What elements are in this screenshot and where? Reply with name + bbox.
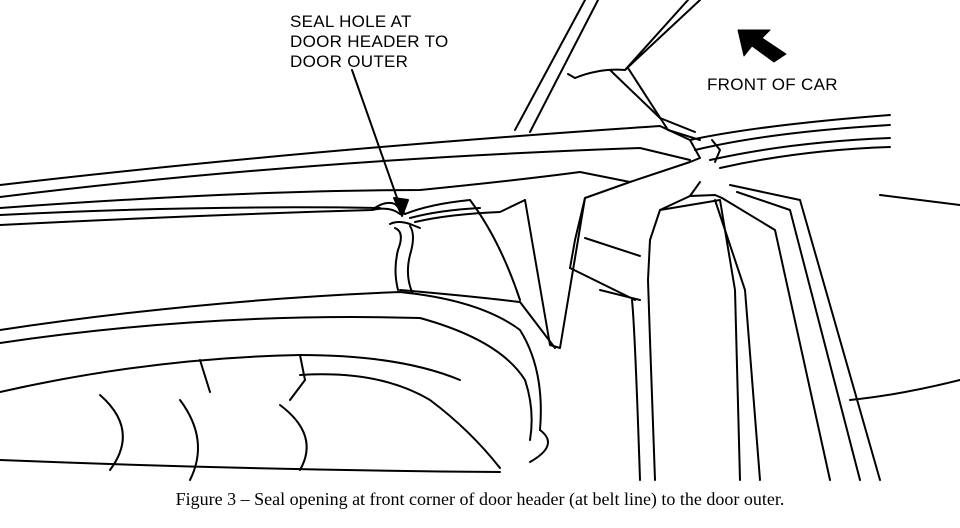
door-header xyxy=(0,125,701,216)
a-pillar-frame xyxy=(514,0,701,141)
callout-line-2: DOOR HEADER TO xyxy=(290,32,449,51)
seal-hole-callout: SEAL HOLE AT DOOR HEADER TO DOOR OUTER xyxy=(290,12,449,72)
callout-line-3: DOOR OUTER xyxy=(290,52,409,71)
roof-rail xyxy=(689,114,891,169)
door-outer-panel xyxy=(0,291,549,481)
seal-callout-leader xyxy=(351,69,409,217)
corner-bracket xyxy=(399,197,641,349)
front-of-car-label: FRONT OF CAR xyxy=(707,75,838,94)
door-frame-right xyxy=(631,181,960,481)
seal-hole-area xyxy=(0,199,526,293)
figure-caption: Figure 3 – Seal opening at front corner … xyxy=(175,489,785,509)
front-direction-arrow xyxy=(737,29,787,63)
callout-line-1: SEAL HOLE AT xyxy=(290,12,412,31)
